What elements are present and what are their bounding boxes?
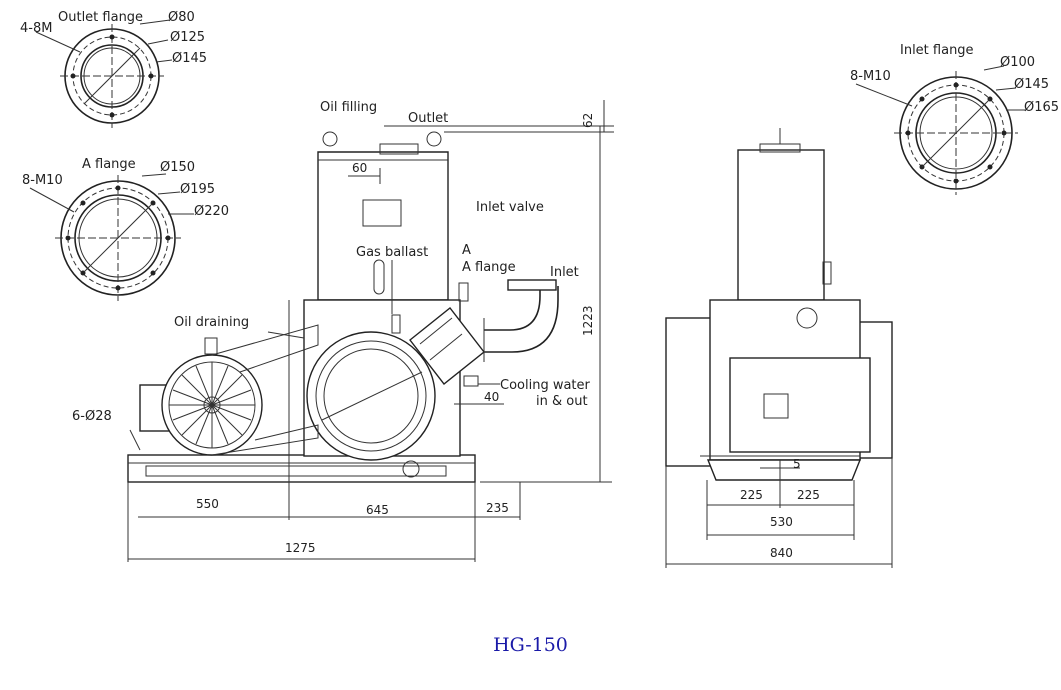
gas-ballast-label: Gas ballast xyxy=(356,245,428,260)
a-flange-d1-label: Ø150 xyxy=(160,160,195,175)
cooling-in-out-label: in & out xyxy=(536,394,588,409)
dim-530: 530 xyxy=(770,515,793,529)
a-flange-name-label: A flange xyxy=(82,157,136,172)
outlet-flange-d2-label: Ø125 xyxy=(170,30,205,45)
dim-550: 550 xyxy=(196,497,219,511)
inlet-flange-view xyxy=(855,65,1026,195)
inlet-flange-d3-label: Ø165 xyxy=(1024,100,1059,115)
model-title: HG-150 xyxy=(493,634,568,656)
oil-draining-label: Oil draining xyxy=(174,315,249,330)
feet-holes-label: 6-Ø28 xyxy=(72,409,112,424)
inlet-flange-d1-label: Ø100 xyxy=(1000,55,1035,70)
inlet-valve-label: Inlet valve xyxy=(476,200,544,215)
dim-60: 60 xyxy=(352,161,367,175)
dim-62: 62 xyxy=(581,113,595,128)
outlet-flange-holes-label: 4-8M xyxy=(20,21,52,36)
a-mark-label: A xyxy=(462,243,471,258)
outlet-label: Outlet xyxy=(408,111,448,126)
outlet-flange-name-label: Outlet flange xyxy=(58,10,143,25)
a-flange-view xyxy=(29,173,194,301)
dim-1223: 1223 xyxy=(581,305,595,336)
outlet-flange-view xyxy=(35,19,173,128)
a-flange-d3-label: Ø220 xyxy=(194,204,229,219)
dim-5: 5 xyxy=(793,457,801,471)
inlet-flange-holes-label: 8-M10 xyxy=(850,69,891,84)
side-view-dimensions xyxy=(665,458,893,568)
dim-40: 40 xyxy=(484,390,499,404)
dim-1275: 1275 xyxy=(285,541,316,555)
pump-side-view xyxy=(665,128,893,481)
inlet-flange-d2-label: Ø145 xyxy=(1014,77,1049,92)
cooling-water-label: Cooling water xyxy=(500,378,591,393)
front-view-dimensions xyxy=(127,100,614,562)
a-flange-holes-label: 8-M10 xyxy=(22,173,63,188)
a-flange-d2-label: Ø195 xyxy=(180,182,215,197)
dim-225-right: 225 xyxy=(797,488,820,502)
oil-filling-label: Oil filling xyxy=(320,100,377,115)
dim-645: 645 xyxy=(366,503,389,517)
dim-235: 235 xyxy=(486,501,509,515)
inlet-label: Inlet xyxy=(550,265,579,280)
a-flange-callout-label: A flange xyxy=(462,260,516,275)
inlet-flange-name-label: Inlet flange xyxy=(900,43,974,58)
pump-front-view xyxy=(127,131,559,483)
outlet-flange-d3-label: Ø145 xyxy=(172,51,207,66)
dim-840: 840 xyxy=(770,546,793,560)
outlet-flange-d1-label: Ø80 xyxy=(168,10,195,25)
dim-225-left: 225 xyxy=(740,488,763,502)
